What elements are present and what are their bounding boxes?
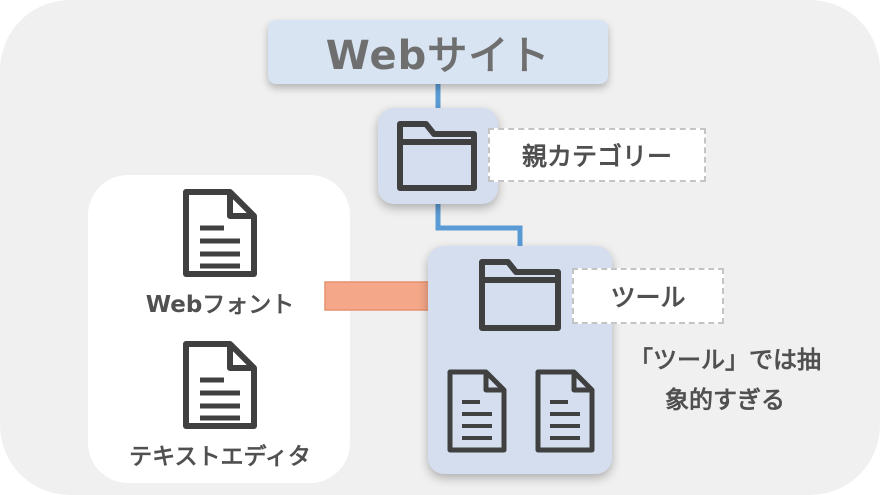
child-category-label-box: ツール — [572, 268, 724, 324]
doc-label-text-editor: テキストエディタ — [129, 444, 311, 470]
document-icon — [535, 369, 595, 453]
note-line-2: 象的すぎる — [665, 386, 785, 414]
document-icon — [447, 369, 507, 453]
document-icon — [183, 341, 257, 429]
note-line-1: 「ツール」では抽 — [629, 346, 821, 374]
root-node: Webサイト — [268, 20, 608, 84]
child-category-label: ツール — [610, 283, 686, 312]
folder-icon — [479, 259, 561, 331]
connector-parent-child — [435, 203, 523, 252]
document-icon — [183, 189, 257, 277]
parent-category-label-box: 親カテゴリー — [488, 128, 706, 182]
root-label: Webサイト — [325, 33, 551, 79]
note-text: 「ツール」では抽 象的すぎる — [612, 340, 838, 420]
folder-icon — [397, 121, 477, 191]
parent-category-label: 親カテゴリー — [521, 142, 672, 171]
doc-label-webfont: Webフォント — [145, 292, 295, 318]
